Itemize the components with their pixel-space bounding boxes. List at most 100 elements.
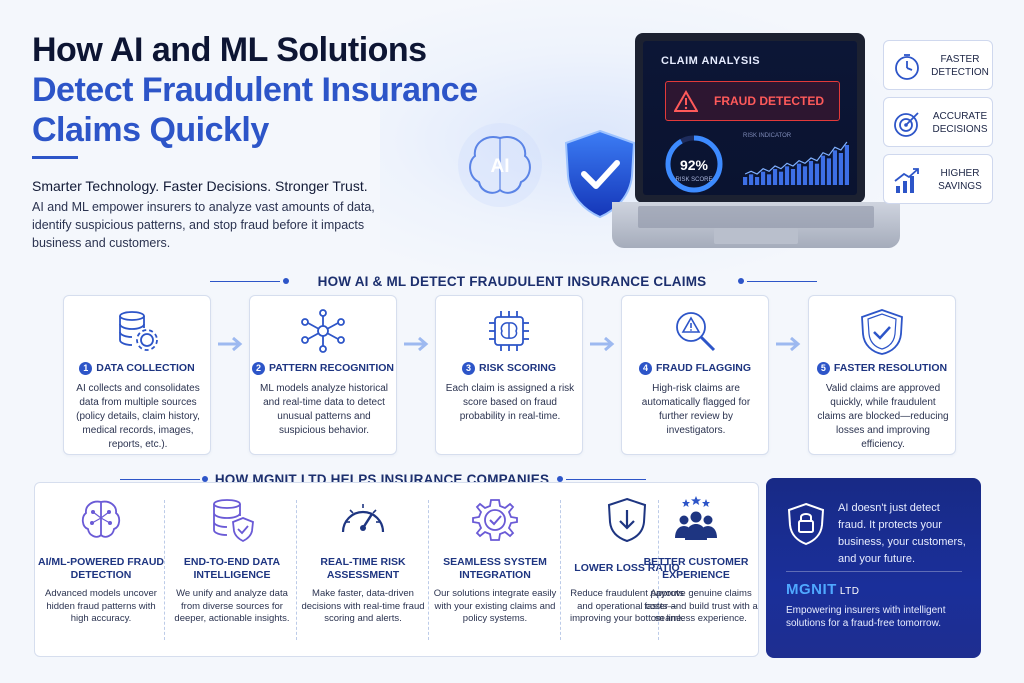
- ai-brain-icon: [36, 496, 166, 544]
- benefit-label: ACCURATE DECISIONS: [932, 111, 988, 135]
- risk-bar: [808, 161, 814, 185]
- risk-bar: [778, 171, 784, 185]
- laptop-screen: CLAIM ANALYSIS FRAUD DETECTED 92% RISK S…: [635, 33, 865, 203]
- risk-bar: [844, 145, 849, 185]
- fraud-detected-label: FRAUD DETECTED: [714, 94, 824, 108]
- step-number: 1: [79, 362, 93, 375]
- risk-trend-line: [744, 141, 848, 175]
- section-rule-right: [747, 281, 817, 282]
- gear-check-icon: [430, 496, 560, 544]
- section-rule-left: [120, 479, 200, 480]
- database-shield-icon: [167, 496, 297, 544]
- shield-arrow-down-icon: [562, 496, 692, 544]
- service-description: Make faster, data-driven decisions with …: [301, 588, 425, 624]
- promo-quote: AI doesn't just detect fraud. It protect…: [838, 502, 966, 565]
- service-title: END-TO-END DATA INTELLIGENCE: [183, 556, 281, 581]
- section-rule-left: [210, 281, 280, 282]
- risk-score-label: RISK SCORE: [675, 177, 713, 183]
- laptop-trackpad: [714, 228, 798, 244]
- step-number: 3: [461, 362, 475, 375]
- divider: [296, 500, 297, 640]
- risk-bar: [754, 177, 760, 185]
- benefit-label: HIGHER SAVINGS: [938, 168, 982, 192]
- risk-bar: [814, 163, 820, 185]
- claim-analysis-panel: CLAIM ANALYSIS FRAUD DETECTED 92% RISK S…: [643, 41, 857, 195]
- service-title: AI/ML-POWERED FRAUD DETECTION: [38, 556, 164, 581]
- service-real-time-risk: REAL-TIME RISK ASSESSMENT Make faster, d…: [298, 492, 428, 652]
- step-description: Each claim is assigned a risk score base…: [445, 383, 575, 422]
- arrow-right-icon: [404, 337, 429, 351]
- arrow-right-icon: [776, 337, 801, 351]
- services-panel: [34, 482, 759, 657]
- speedometer-icon: [298, 496, 428, 540]
- warning-triangle-icon: [674, 90, 698, 112]
- people-stars-icon: [636, 496, 756, 542]
- service-title: LOWER LOSS RATIO: [574, 562, 680, 574]
- svg-text:AI: AI: [491, 156, 510, 177]
- growth-chart-icon: [894, 168, 919, 193]
- arrow-right-icon: [218, 337, 243, 351]
- page-title: How AI and ML Solutions Detect Fraudulen…: [32, 30, 552, 150]
- magnifier-warning-icon: [622, 308, 768, 354]
- step-description: ML models analyze historical and real-ti…: [259, 383, 389, 436]
- risk-score-gauge: 92% RISK SCORE: [663, 133, 725, 195]
- step-number: 2: [251, 362, 265, 375]
- service-description: We unify and analyze data from diverse s…: [174, 588, 290, 624]
- risk-bar: [766, 174, 772, 185]
- service-description: Advanced models uncover hidden fraud pat…: [45, 588, 157, 624]
- risk-bar: [760, 171, 766, 185]
- ai-brain-icon: AI: [455, 120, 545, 215]
- title-line-3: Claims Quickly: [32, 111, 269, 149]
- title-line-1: How AI and ML Solutions: [32, 31, 427, 69]
- divider: [428, 500, 429, 640]
- benefit-faster-detection: FASTER DETECTION: [883, 40, 993, 90]
- risk-bar: [790, 169, 796, 185]
- section-dot: [202, 476, 208, 482]
- service-description: Reduce fraudulent payouts and operationa…: [569, 588, 685, 624]
- risk-indicator-label: RISK INDICATOR: [743, 133, 792, 139]
- divider: [164, 500, 165, 640]
- benefit-label: FASTER DETECTION: [931, 54, 989, 78]
- risk-bar: [802, 166, 808, 185]
- risk-bar: [826, 158, 832, 185]
- risk-indicator-chart: [743, 141, 849, 185]
- service-title: REAL-TIME RISK ASSESSMENT: [320, 556, 406, 581]
- service-end-to-end-data: END-TO-END DATA INTELLIGENCE We unify an…: [167, 492, 297, 652]
- risk-bar: [748, 174, 754, 185]
- service-description: Approve genuine claims faster and build …: [644, 588, 758, 624]
- section-dot: [738, 278, 744, 284]
- benefit-higher-savings: HIGHER SAVINGS: [883, 154, 993, 204]
- brand-suffix: LTD: [839, 586, 860, 597]
- service-description: Our solutions integrate easily with your…: [433, 588, 557, 624]
- section-dot: [283, 278, 289, 284]
- risk-bar: [784, 166, 790, 185]
- service-title: SEAMLESS SYSTEM INTEGRATION: [443, 556, 547, 581]
- claim-analysis-title: CLAIM ANALYSIS: [661, 55, 761, 67]
- step-number: 5: [816, 362, 830, 375]
- arrow-right-icon: [590, 337, 615, 351]
- target-icon: [894, 112, 919, 137]
- lock-shield-icon: [787, 502, 825, 546]
- service-lower-loss-ratio: LOWER LOSS RATIO Reduce fraudulent payou…: [562, 492, 692, 652]
- brain-chip-icon: [436, 308, 582, 354]
- service-title: BETTER CUSTOMER EXPERIENCE: [643, 556, 749, 581]
- service-seamless-integration: SEAMLESS SYSTEM INTEGRATION Our solution…: [430, 492, 560, 652]
- network-nodes-icon: [250, 308, 396, 354]
- intro-paragraph: AI and ML empower insurers to analyze va…: [32, 200, 375, 250]
- laptop-keyboard-base: [612, 202, 900, 248]
- benefit-accurate-decisions: ACCURATE DECISIONS: [883, 97, 993, 147]
- process-heading: HOW AI & ML DETECT FRAUDULENT INSURANCE …: [317, 274, 707, 289]
- laptop-keyboard: [638, 206, 874, 228]
- risk-bar: [820, 155, 826, 185]
- promo-divider: [786, 571, 962, 572]
- fraud-detected-alert: FRAUD DETECTED: [665, 81, 840, 121]
